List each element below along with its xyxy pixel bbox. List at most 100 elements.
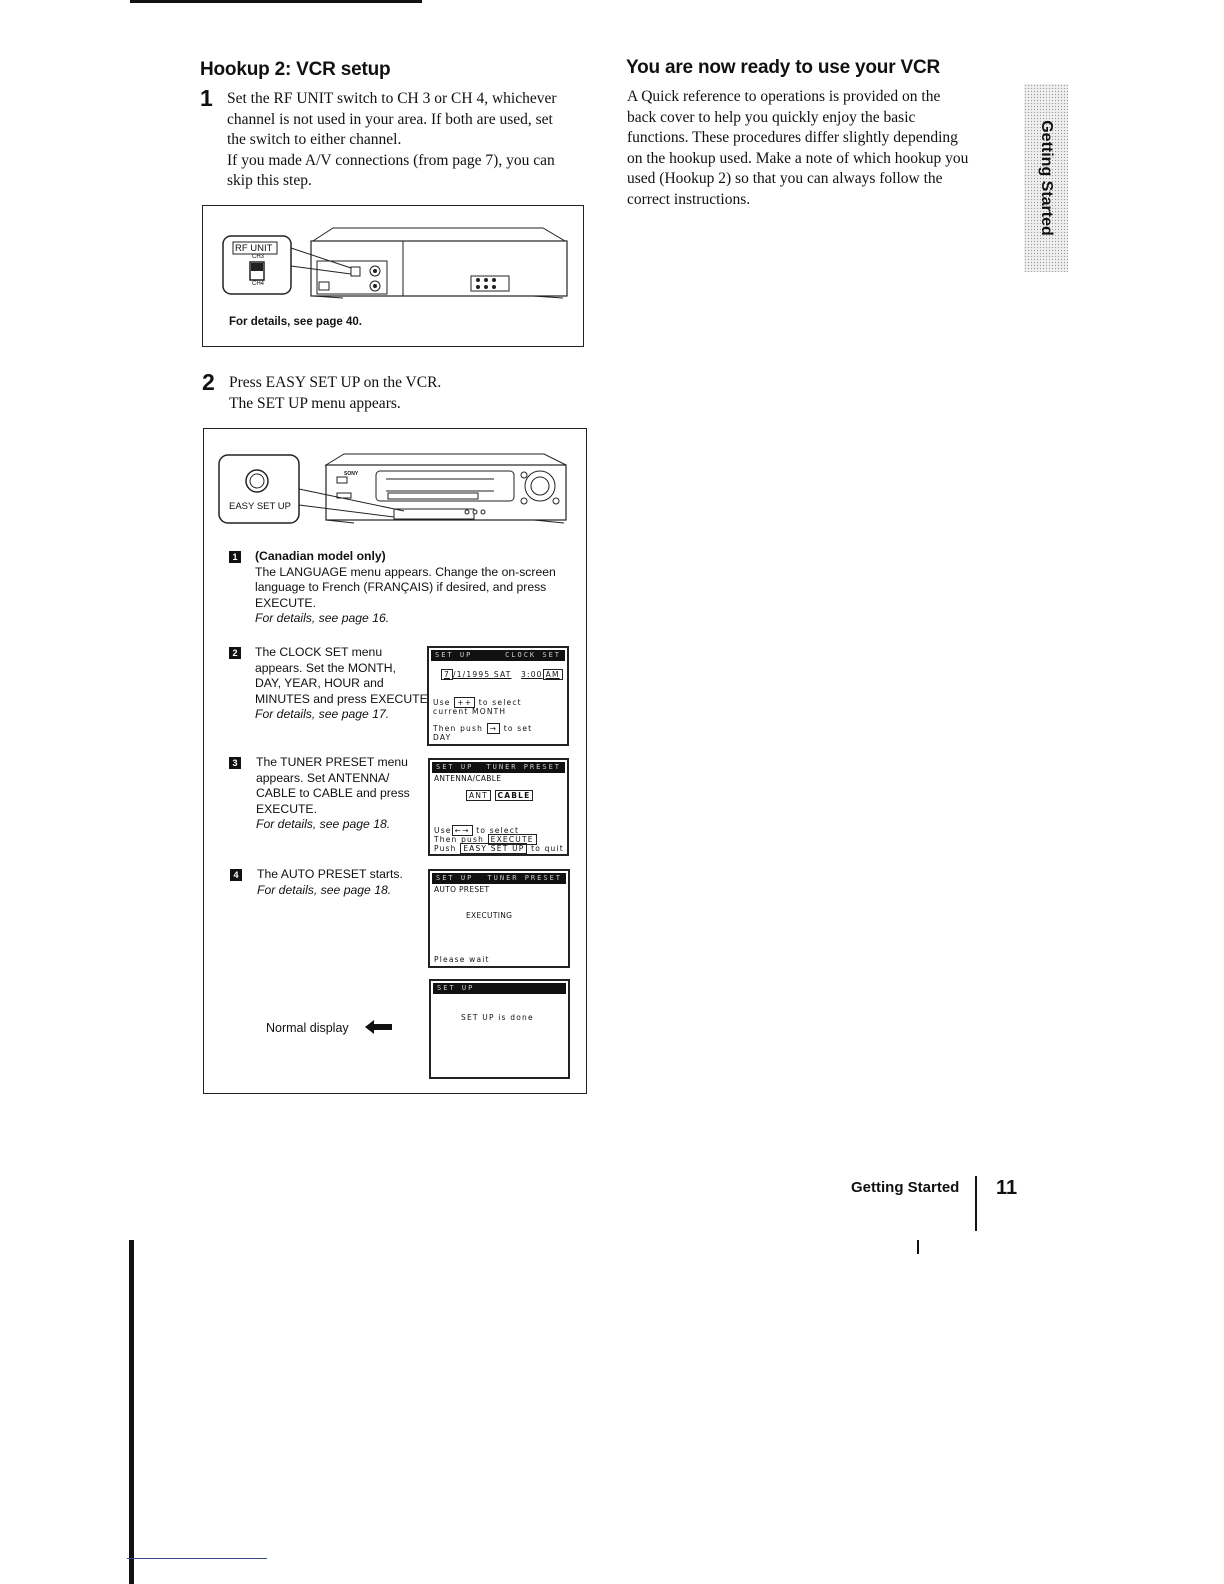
screen-bar-left: SET UP bbox=[435, 651, 473, 659]
sub-step-line: The AUTO PRESET starts. bbox=[257, 867, 403, 881]
ready-line: functions. These procedures differ sligh… bbox=[627, 129, 958, 146]
clock-hint-3: Then push → to set bbox=[433, 723, 532, 734]
ready-text: A Quick reference to operations is provi… bbox=[627, 87, 1017, 210]
clock-hint-4: DAY bbox=[433, 733, 452, 742]
done-line-1: SET UP is done bbox=[461, 1013, 534, 1022]
sub-step-3-marker: 3 bbox=[229, 757, 241, 769]
sub-step-line: The CLOCK SET menu bbox=[255, 645, 383, 659]
arrow-left-icon bbox=[365, 1020, 392, 1034]
sub-step-4-details: For details, see page 18. bbox=[257, 882, 392, 897]
hint-text: to select bbox=[476, 826, 520, 835]
sub-step-line: EXECUTE. bbox=[256, 801, 317, 816]
hint-text: to quit bbox=[531, 844, 564, 853]
step-1-number: 1 bbox=[200, 85, 213, 111]
sub-step-line: DAY, YEAR, HOUR and bbox=[255, 676, 384, 691]
footer-divider bbox=[975, 1176, 977, 1231]
screen-bar-right: CLOCK SET bbox=[505, 651, 561, 659]
vcr-front-illustration bbox=[218, 453, 567, 524]
auto-line-3: Please wait bbox=[434, 955, 490, 964]
footer-section: Getting Started bbox=[851, 1179, 960, 1196]
hookup-heading: Hookup 2: VCR setup bbox=[200, 59, 391, 80]
sub-step-1-details: For details, see page 16. bbox=[255, 611, 390, 626]
sub-step-line: EXECUTE. bbox=[255, 595, 316, 610]
ready-line: on the hookup used. Make a note of which… bbox=[627, 149, 969, 167]
ready-line: correct instructions. bbox=[627, 190, 751, 208]
done-screen-bar: SET UP bbox=[433, 983, 566, 994]
sub-step-2-marker: 2 bbox=[229, 647, 241, 659]
hint-text: Use bbox=[434, 826, 452, 835]
rf-unit-figure: RF UNIT CH3 CH4 For details, see page 40… bbox=[202, 205, 584, 347]
sub-step-1-marker: 1 bbox=[229, 551, 241, 563]
hint-text: Push bbox=[434, 844, 457, 853]
auto-line-1: AUTO PRESET bbox=[434, 885, 490, 894]
sub-step-3-text: The TUNER PRESET menu appears. Set ANTEN… bbox=[256, 755, 436, 833]
vcr-rear-illustration bbox=[222, 227, 568, 299]
sub-step-2-text: The CLOCK SET menu appears. Set the MONT… bbox=[255, 645, 435, 723]
step-2-text: Press EASY SET UP on the VCR. The SET UP… bbox=[229, 373, 569, 414]
clock-date: 7/1/1995 SAT bbox=[441, 669, 512, 680]
ant-option: ANT bbox=[466, 790, 491, 801]
sub-step-4-text: The AUTO PRESET starts. For details, see… bbox=[257, 867, 427, 898]
step-1-line: channel is not used in your area. If bot… bbox=[227, 110, 553, 128]
step-1-line: Set the RF UNIT switch to CH 3 or CH 4, … bbox=[227, 90, 557, 107]
auto-preset-screen: SET UP TUNER PRESET AUTO PRESET EXECUTING… bbox=[428, 869, 570, 968]
easy-setup-key: EASY SET UP bbox=[460, 843, 528, 854]
clock-time-value: 3:00 bbox=[521, 670, 543, 679]
up-down-key: ++ bbox=[454, 697, 476, 708]
ch3-label: CH3 bbox=[252, 254, 265, 260]
sub-step-2-details: For details, see page 17. bbox=[255, 707, 390, 722]
right-arrow-key: → bbox=[486, 723, 501, 734]
tuner-hint-3: Push EASY SET UP to quit bbox=[434, 843, 564, 854]
sub-step-1-text: (Canadian model only) The LANGUAGE menu … bbox=[255, 549, 575, 627]
hint-text: Then push bbox=[433, 724, 484, 733]
tuner-options: ANT CABLE bbox=[466, 790, 534, 801]
step-2-line: The SET UP menu appears. bbox=[229, 394, 401, 412]
ready-line: back cover to help you quickly enjoy the… bbox=[627, 108, 916, 126]
tuner-hint-1: Use←→ to select bbox=[434, 825, 520, 836]
setup-done-screen: SET UP SET UP is done bbox=[429, 979, 570, 1079]
sub-step-3-details: For details, see page 18. bbox=[256, 817, 391, 832]
auto-line-2: EXECUTING bbox=[466, 911, 513, 920]
screen-bar-left: SET UP bbox=[436, 874, 474, 882]
screen-bar-right: TUNER PRESET bbox=[486, 763, 561, 771]
screen-bar-left: SET UP bbox=[437, 984, 475, 992]
clock-hint-1: Use ++ to select bbox=[433, 697, 522, 708]
execute-key: EXECUTE bbox=[487, 834, 537, 845]
sub-step-line: language to French (FRANÇAIS) if desired… bbox=[255, 580, 547, 595]
easy-setup-label: EASY SET UP bbox=[229, 501, 291, 512]
sub-step-line: The TUNER PRESET menu bbox=[256, 755, 408, 769]
section-side-tab: Getting Started bbox=[1024, 84, 1068, 272]
ready-heading: You are now ready to use your VCR bbox=[626, 57, 941, 78]
hint-text: to select bbox=[478, 698, 522, 707]
easy-setup-figure: SONY EASY SET UP 1 (Canadian model only)… bbox=[203, 428, 587, 1094]
step-1-line: the switch to either channel. bbox=[227, 131, 402, 148]
clock-am-value: AM bbox=[542, 669, 563, 680]
left-margin-bar bbox=[129, 1240, 134, 1584]
hint-text: Use bbox=[433, 698, 451, 707]
clock-screen-bar: SET UP CLOCK SET bbox=[431, 650, 565, 661]
sub-step-1-title: (Canadian model only) bbox=[255, 549, 386, 563]
sub-step-line: MINUTES and press EXECUTE. bbox=[255, 691, 432, 706]
step-1-text: Set the RF UNIT switch to CH 3 or CH 4, … bbox=[227, 89, 587, 192]
figure-1-caption: For details, see page 40. bbox=[229, 316, 362, 328]
step-2-line: Press EASY SET UP on the VCR. bbox=[229, 374, 442, 391]
screen-bar-left: SET UP bbox=[436, 763, 474, 771]
sub-step-line: appears. Set the MONTH, bbox=[255, 660, 396, 675]
bottom-rule bbox=[127, 1558, 267, 1559]
sub-step-line: appears. Set ANTENNA/ bbox=[256, 770, 390, 785]
cable-option: CABLE bbox=[494, 790, 534, 801]
step-1-line: skip this step. bbox=[227, 172, 312, 189]
left-right-key: ←→ bbox=[451, 825, 473, 836]
tuner-screen-bar: SET UP TUNER PRESET bbox=[432, 762, 565, 773]
ready-line: used (Hookup 2) so that you can always f… bbox=[627, 170, 943, 187]
clock-month-value: 7 bbox=[441, 669, 453, 680]
screen-bar-right: TUNER PRESET bbox=[487, 874, 562, 882]
tuner-hint-2: Then push EXECUTE bbox=[434, 834, 537, 845]
sub-step-4-marker: 4 bbox=[230, 869, 242, 881]
side-tab-label: Getting Started bbox=[1038, 120, 1055, 236]
hint-text: Then push bbox=[434, 835, 485, 844]
rf-unit-label: RF UNIT bbox=[235, 243, 273, 254]
